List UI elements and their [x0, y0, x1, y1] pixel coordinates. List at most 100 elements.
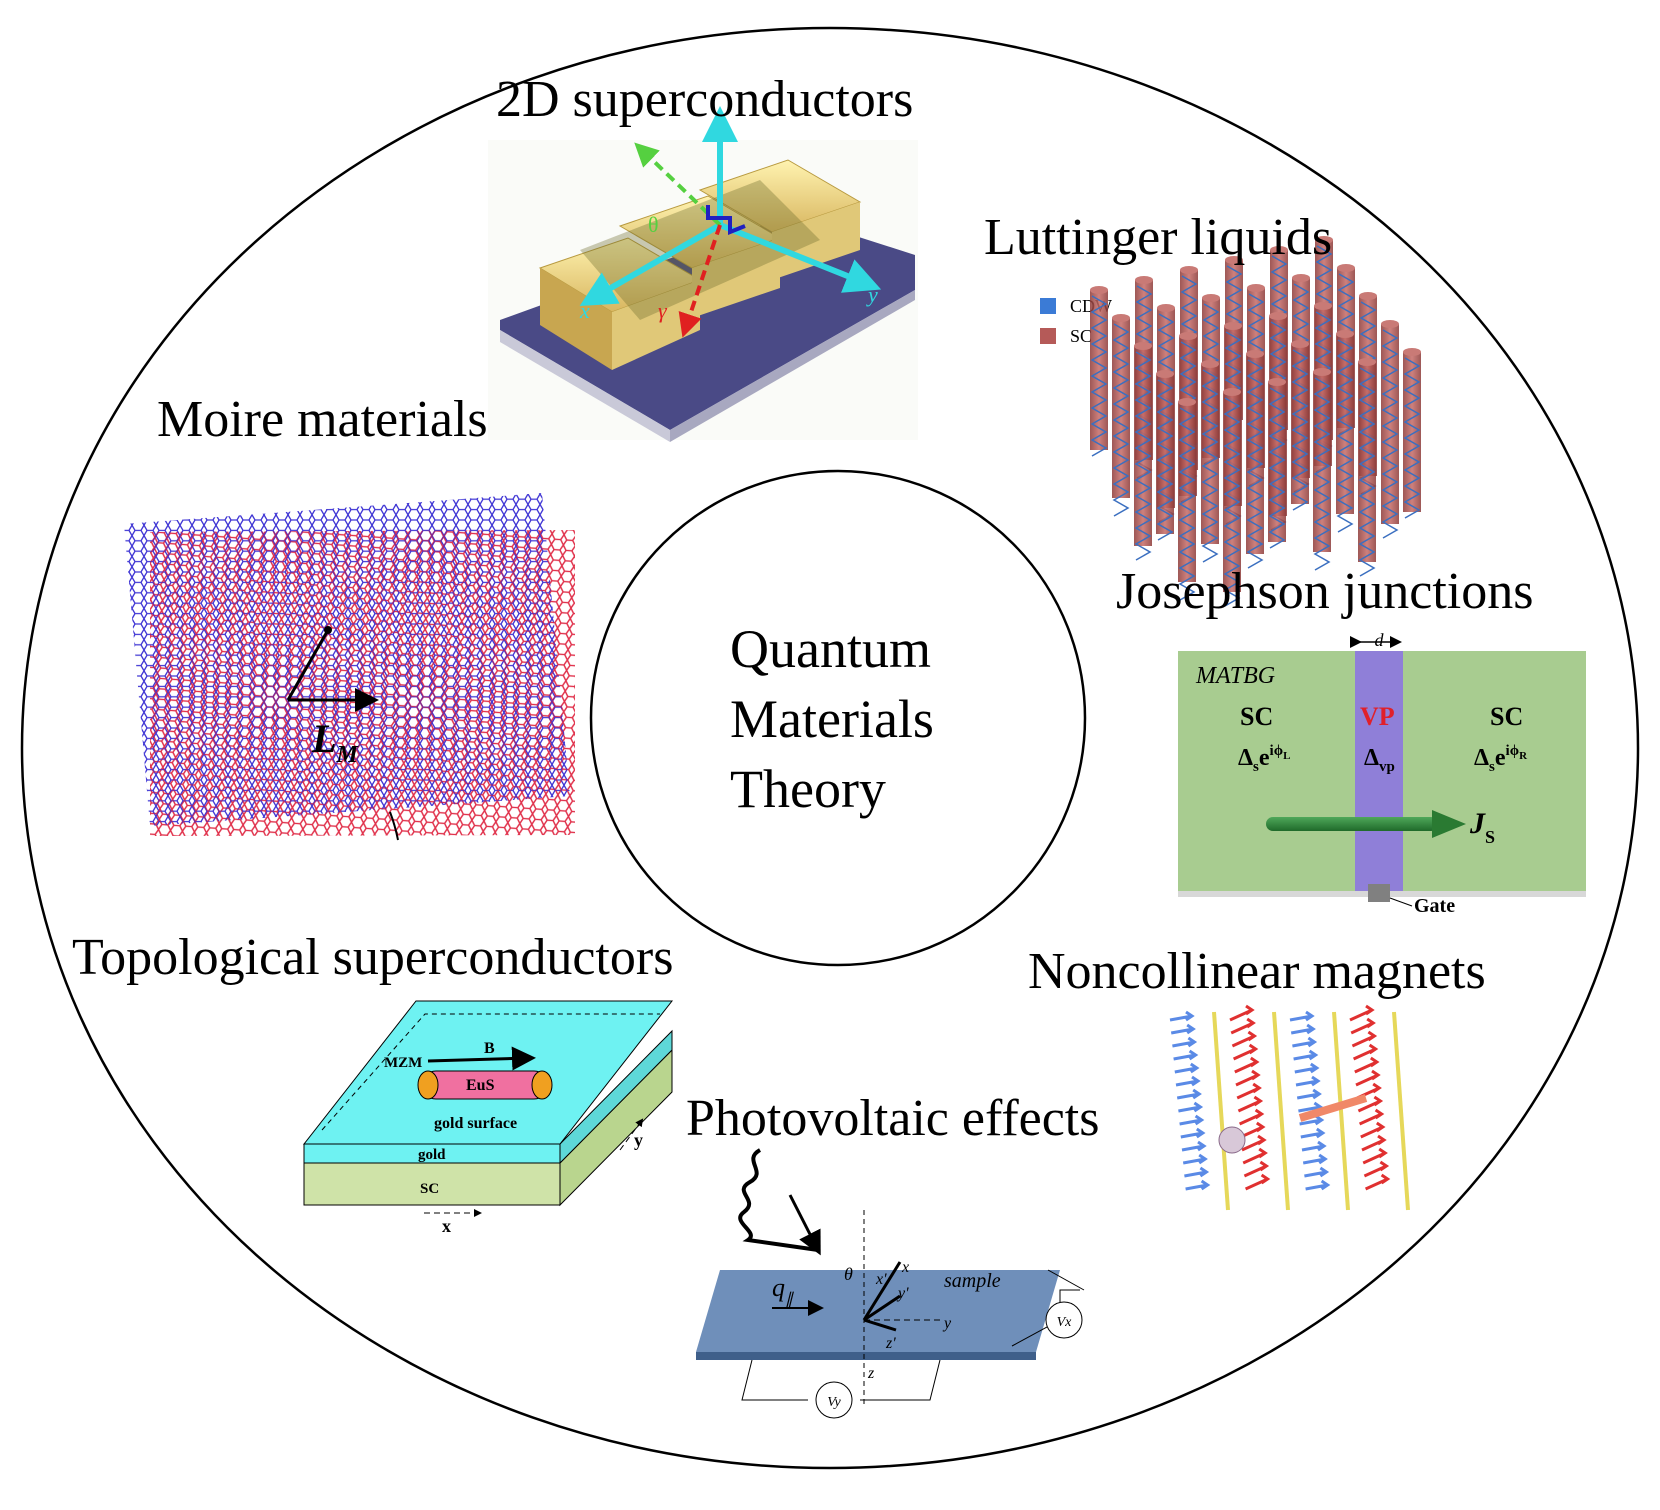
delta-vp-label: Δvp — [1364, 745, 1395, 775]
spin-arrow — [1181, 1140, 1207, 1152]
y-prime-label: y' — [896, 1285, 909, 1302]
d-label: d — [1375, 630, 1385, 650]
spin-arrow — [1295, 1075, 1321, 1087]
spin-arrow — [1296, 1088, 1322, 1100]
sc-right-label: SC — [1490, 702, 1523, 731]
legend-sc: SC — [1070, 326, 1092, 346]
pillar — [1156, 370, 1174, 541]
spin-arrow — [1293, 1049, 1319, 1061]
spin-arrow — [1360, 1121, 1386, 1139]
center-line-theory: Theory — [730, 759, 886, 820]
spin-arrow — [1244, 1173, 1271, 1191]
spin-arrow — [1352, 1043, 1379, 1061]
y-axis-label: y — [866, 282, 878, 307]
domain-wall — [1392, 1011, 1410, 1211]
photovoltaic-figure: q∥ θ x' x y' sample y z' z Vx Vy — [696, 1148, 1085, 1419]
spin-arrow — [1289, 1010, 1315, 1022]
supercurrent-arrow — [1266, 817, 1438, 831]
topic-photovoltaic-effects: Photovoltaic effects — [686, 1090, 1100, 1147]
spin-arrow — [1232, 1043, 1259, 1061]
center-line-quantum: Quantum — [730, 619, 931, 679]
spin-arrow — [1358, 1108, 1385, 1126]
z-prime-label: z' — [885, 1335, 896, 1352]
spin-arrow — [1305, 1179, 1331, 1191]
pillar — [1313, 368, 1331, 571]
spin-arrow — [1185, 1179, 1211, 1191]
spin-arrow — [1179, 1114, 1205, 1126]
spin-arrow — [1173, 1049, 1199, 1061]
vy-label: Vy — [827, 1395, 841, 1410]
moire-figure: LM — [124, 493, 575, 841]
domain-wall — [1212, 1011, 1230, 1211]
vx-label: Vx — [1057, 1315, 1073, 1330]
sc-left-label: SC — [1240, 702, 1273, 731]
spin-arrow — [1300, 1127, 1326, 1139]
spin-arrow — [1364, 1173, 1391, 1191]
eus-label: EuS — [466, 1077, 495, 1094]
topic-josephson-junctions: Josephson junctions — [1116, 563, 1534, 620]
pillar-array — [1090, 236, 1421, 607]
pillar — [1134, 342, 1152, 561]
pillar — [1090, 286, 1108, 457]
center-line-materials: Materials — [730, 689, 934, 750]
spin-arrow — [1184, 1166, 1210, 1178]
jj-barrier — [1355, 651, 1403, 891]
spin-arrow — [1361, 1134, 1387, 1152]
spin-arrow — [1242, 1147, 1268, 1165]
spin-arrow — [1241, 1134, 1267, 1152]
pillar — [1336, 330, 1354, 533]
spin-arrow — [1355, 1069, 1381, 1087]
topic-luttinger-liquids: Luttinger liquids — [984, 209, 1333, 266]
spin-arrow — [1182, 1153, 1208, 1165]
domain-wall — [1272, 1011, 1290, 1211]
q-parallel-label: q∥ — [772, 1273, 794, 1308]
spin-arrow — [1349, 1004, 1375, 1022]
spin-arrow — [1169, 1010, 1195, 1022]
b-field-label: B — [484, 1040, 495, 1057]
translation-arrow — [1298, 1094, 1368, 1122]
x-prime-label: x' — [875, 1271, 887, 1288]
gold-surface-label: gold surface — [434, 1115, 517, 1132]
spin-arrow — [1351, 1030, 1378, 1048]
theta-label: θ — [648, 212, 659, 237]
topological-superconductor-figure: B MZM EuS gold surface gold SC x y — [302, 1000, 674, 1236]
spin-arrow — [1170, 1023, 1196, 1035]
outer-circle — [20, 26, 1640, 1470]
pillar — [1223, 388, 1241, 607]
gamma-label: γ — [658, 298, 668, 323]
pillar — [1178, 398, 1196, 601]
spin-arrow — [1304, 1166, 1330, 1178]
pillar — [1381, 320, 1399, 539]
spin-arrow — [1354, 1056, 1380, 1074]
spin-arrow — [1299, 1114, 1325, 1126]
spin-arrow — [1243, 1160, 1270, 1178]
josephson-junction-figure: d MATBG SC VP SC ΔseiϕL Δvp ΔseiϕR JS Ga… — [1178, 630, 1586, 917]
gate-label: Gate — [1414, 895, 1455, 917]
mzm-label: MZM — [384, 1055, 422, 1071]
spin-arrow — [1357, 1095, 1384, 1113]
sc-label: SC — [420, 1181, 439, 1197]
spin-arrow — [1180, 1127, 1206, 1139]
luttinger-liquids-figure: CDW SC — [1040, 236, 1421, 607]
moire-length-label: LM — [311, 716, 359, 768]
pillar — [1358, 358, 1376, 577]
legend-swatch-cdw — [1040, 298, 1056, 314]
inner-circle — [589, 469, 1087, 967]
sample-label: sample — [944, 1270, 1001, 1292]
pillar — [1268, 378, 1286, 549]
spin-arrow — [1362, 1147, 1388, 1165]
spin-arrow — [1292, 1036, 1318, 1048]
spin-arrow — [1302, 1153, 1328, 1165]
gate-electrode — [1368, 884, 1390, 902]
spin-arrow — [1236, 1082, 1262, 1100]
y-dir-label: y — [634, 1130, 643, 1150]
topic-noncollinear-magnets: Noncollinear magnets — [1028, 943, 1486, 1000]
pillar — [1112, 314, 1130, 517]
x-label: x — [901, 1259, 909, 1276]
two-d-superconductor-figure: θ γ x y — [488, 106, 918, 442]
spin-arrow — [1174, 1062, 1200, 1074]
spin-arrow — [1238, 1108, 1265, 1126]
spin-arrow — [1178, 1101, 1204, 1113]
pillar — [1403, 348, 1421, 519]
